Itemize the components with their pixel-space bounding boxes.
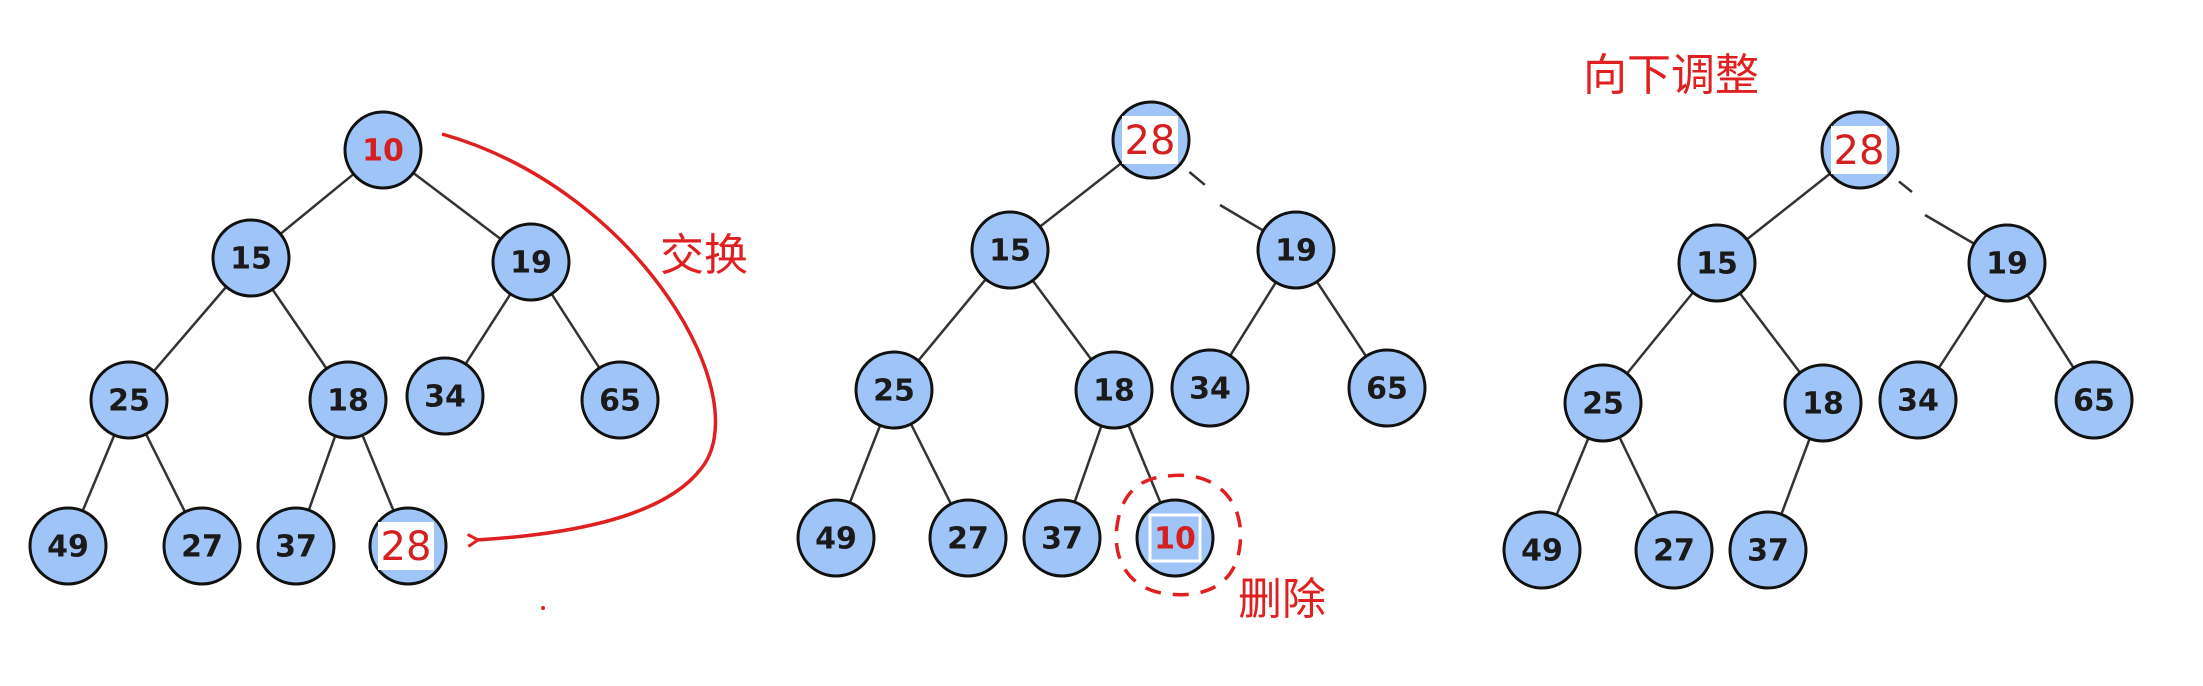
- tree-node: 65: [2054, 360, 2134, 440]
- tree-node: 65: [1347, 348, 1427, 428]
- tree-node: 25: [854, 350, 934, 430]
- node-value: 25: [873, 374, 915, 409]
- node-value: 27: [947, 522, 989, 557]
- node-value: 49: [1521, 534, 1563, 569]
- tree-node: 27: [1634, 510, 1714, 590]
- tree-node: 28: [368, 506, 448, 586]
- node-value: 28: [1125, 118, 1176, 164]
- node-value: 25: [108, 384, 150, 419]
- node-value: 18: [1093, 374, 1135, 409]
- tree-node: 15: [970, 210, 1050, 290]
- node-value: 19: [1986, 247, 2028, 282]
- node-value: 25: [1582, 387, 1624, 422]
- node-value: 37: [1041, 522, 1083, 557]
- node-value: 18: [327, 384, 369, 419]
- tree-node: 15: [211, 218, 291, 298]
- node-value: 34: [1897, 384, 1939, 419]
- tree-node: 28: [1820, 110, 1900, 190]
- tree-after-swap: 28 15 19 25 18 34 65 49: [796, 100, 1427, 625]
- node-value: 10: [1154, 522, 1196, 557]
- tree-node: 19: [1256, 210, 1336, 290]
- tree-node: 49: [1502, 510, 1582, 590]
- swap-label: 交换: [660, 230, 748, 281]
- node-value: 28: [381, 524, 432, 570]
- tree-node: 18: [308, 360, 388, 440]
- node-value: 19: [510, 246, 552, 281]
- node-value: 28: [1834, 128, 1885, 174]
- tree-node: 28: [1111, 100, 1191, 180]
- tree-node: 49: [28, 506, 108, 586]
- node-value: 65: [2073, 384, 2115, 419]
- tree-node: 65: [580, 360, 660, 440]
- node-value: 37: [275, 530, 317, 565]
- node-value: 27: [181, 530, 223, 565]
- tree-node: 10: [1135, 498, 1215, 578]
- node-value: 19: [1275, 234, 1317, 269]
- stray-dot: [541, 606, 545, 610]
- tree-node: 37: [1022, 498, 1102, 578]
- tree-node: 27: [162, 506, 242, 586]
- node-value: 49: [815, 522, 857, 557]
- tree-node: 37: [1728, 510, 1808, 590]
- tree-node: 19: [491, 222, 571, 302]
- node-value: 10: [362, 134, 404, 169]
- node-value: 37: [1747, 534, 1789, 569]
- tree-node: 34: [405, 356, 485, 436]
- tree-node: 49: [796, 498, 876, 578]
- node-value: 34: [424, 380, 466, 415]
- node-value: 15: [989, 234, 1031, 269]
- tree-node: 34: [1170, 348, 1250, 428]
- node-value: 15: [230, 242, 272, 277]
- tree-node: 27: [928, 498, 1008, 578]
- tree-node: 25: [1563, 363, 1643, 443]
- node-value: 65: [599, 384, 641, 419]
- swap-arrow: [441, 132, 718, 540]
- node-value: 34: [1189, 372, 1231, 407]
- delete-marker: [1114, 473, 1243, 597]
- tree-node: 18: [1783, 363, 1863, 443]
- sift-down-label: 向下调整: [1583, 50, 1759, 101]
- tree-node: 25: [89, 360, 169, 440]
- node-value: 15: [1696, 247, 1738, 282]
- tree-after-delete: 向下调整 28 15 19 25 18: [1502, 50, 2134, 590]
- delete-label: 删除: [1238, 574, 1326, 625]
- tree-node: 10: [343, 110, 423, 190]
- node-value: 18: [1802, 387, 1844, 422]
- tree-node: 19: [1967, 223, 2047, 303]
- node-value: 27: [1653, 534, 1695, 569]
- tree-node: 37: [256, 506, 336, 586]
- tree-node: 34: [1878, 360, 1958, 440]
- tree-before-swap: 10 15 19 25 18 34 65 49: [28, 110, 748, 610]
- node-value: 65: [1366, 372, 1408, 407]
- tree-node: 18: [1074, 350, 1154, 430]
- node-value: 49: [47, 530, 89, 565]
- tree-node: 15: [1677, 223, 1757, 303]
